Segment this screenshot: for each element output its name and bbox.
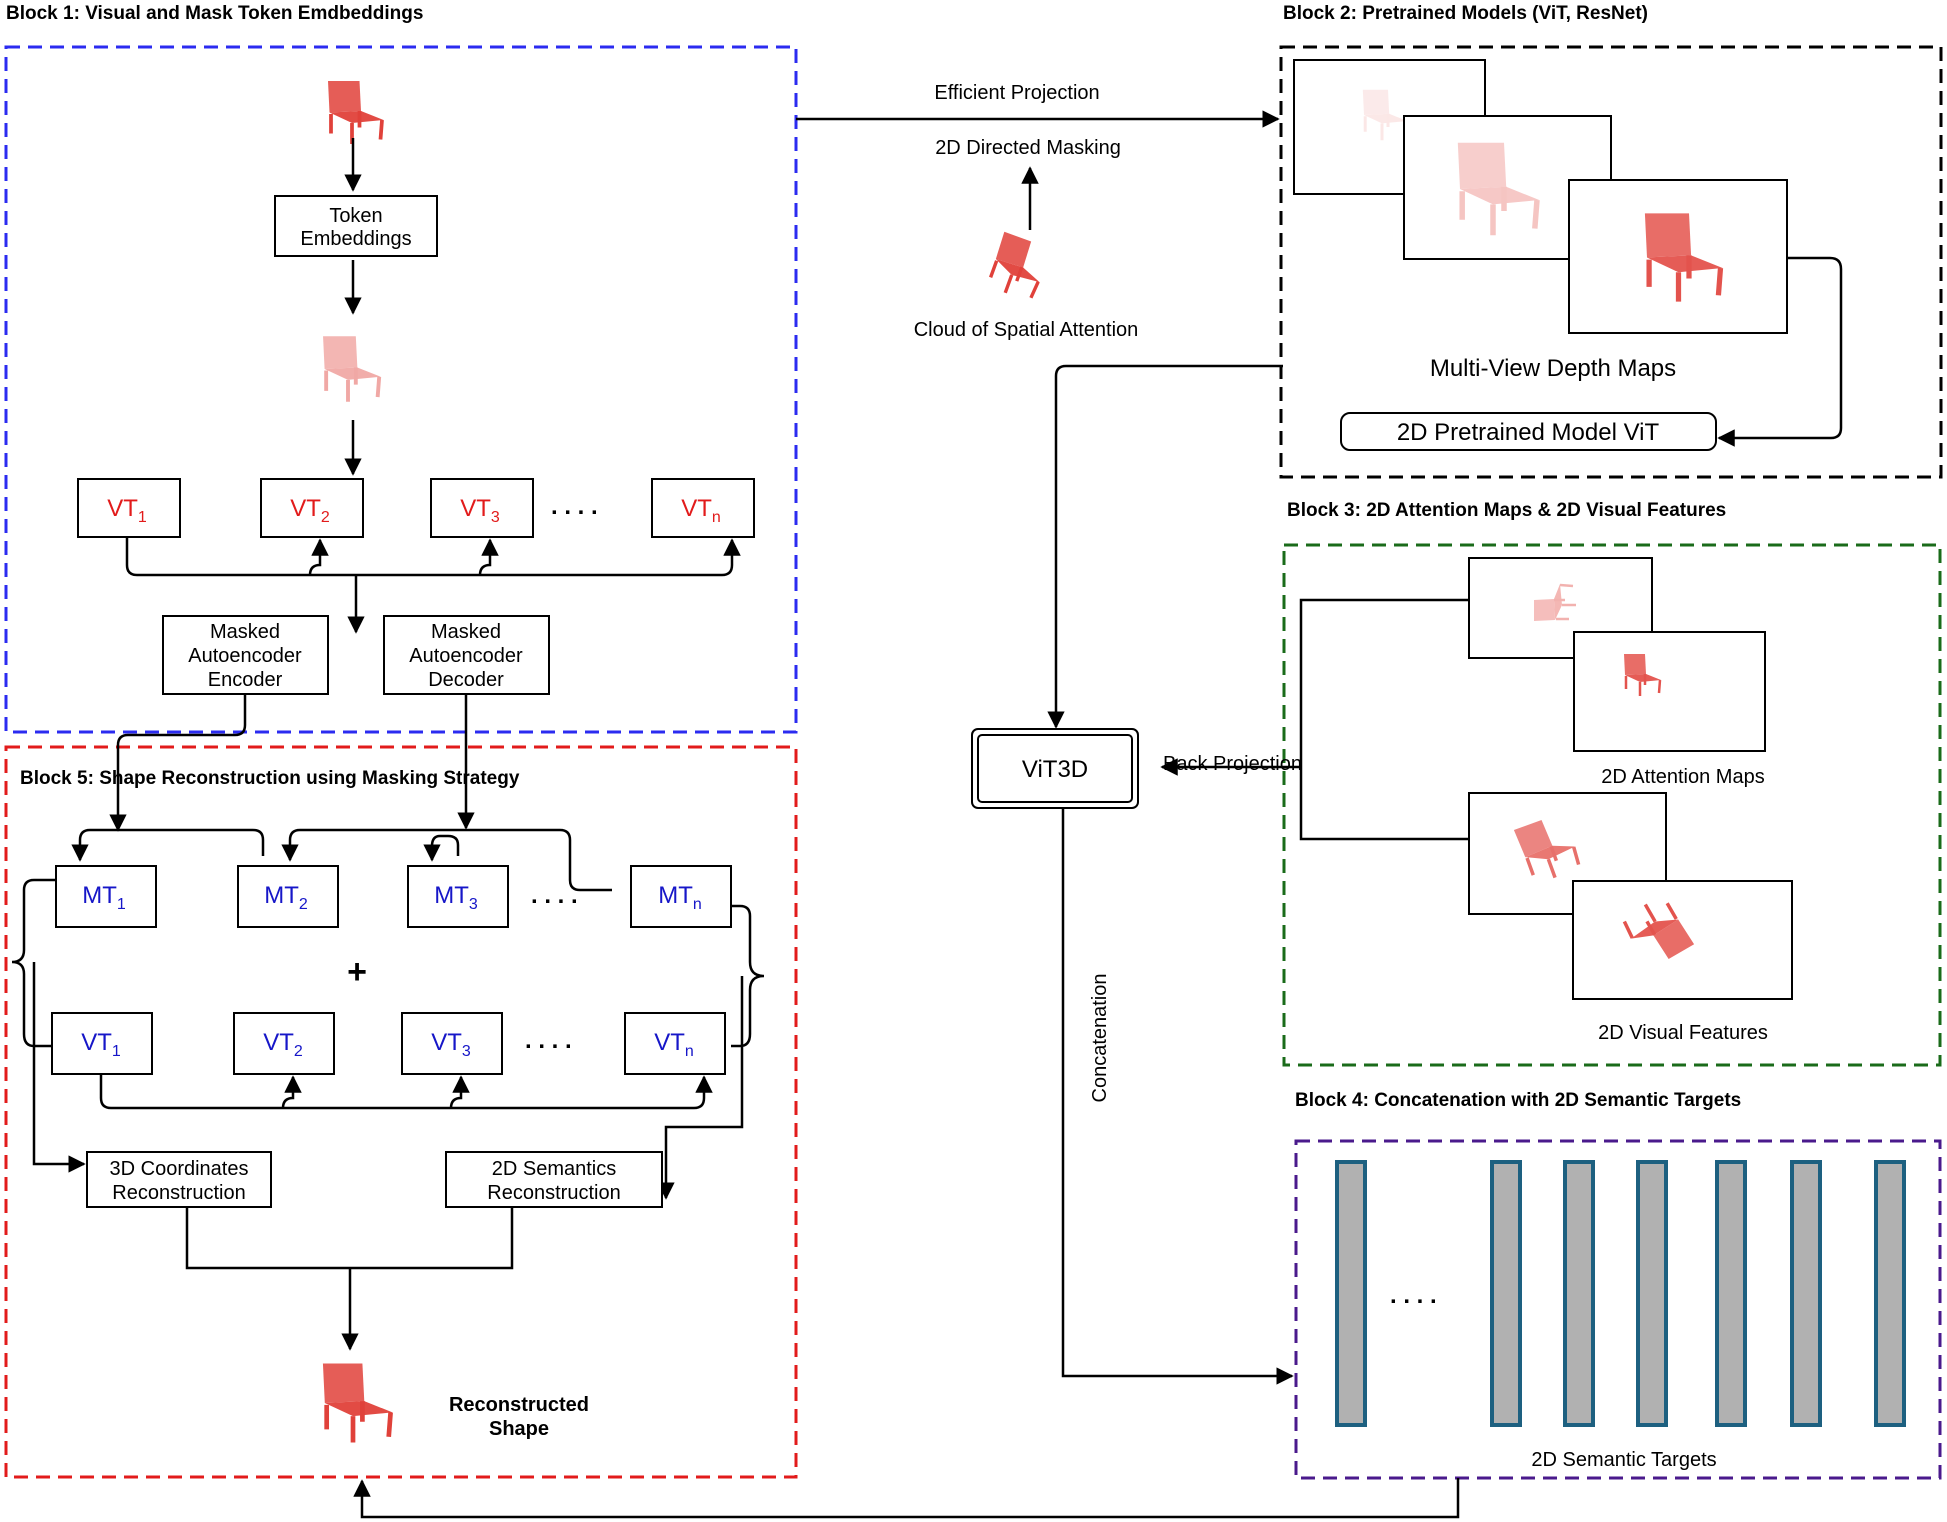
left-brace [11, 878, 56, 1048]
depth-maps-label: Multi-View Depth Maps [1430, 355, 1676, 382]
semantic-recon-line2: Reconstruction [487, 1182, 620, 1204]
token-embeddings-line2: Embeddings [300, 228, 411, 250]
coords-recon-line2: Reconstruction [112, 1182, 245, 1204]
block1-border [4, 45, 798, 734]
right-brace [731, 904, 765, 1048]
semantic-recon-box [445, 1151, 663, 1208]
vt3-bottom: VT3 [431, 1029, 471, 1060]
vt-ellipsis-bottom: . . . . [525, 1027, 572, 1054]
mtn: MTn [658, 882, 702, 913]
embedded-chair-image [321, 334, 383, 404]
decoder-line2: Autoencoder [409, 645, 523, 667]
vt3-top: VT3 [460, 495, 500, 526]
block3-border [1282, 543, 1942, 1067]
vt2-bottom: VT2 [263, 1029, 303, 1060]
block1-title: Block 1: Visual and Mask Token Emdbeddin… [6, 3, 423, 24]
vt-token-row-top: VT1 VT2 VT3 VTn . . . . [77, 478, 755, 538]
mt-ellipsis: . . . . [531, 882, 578, 909]
semantic-targets-label: 2D Semantic Targets [1531, 1449, 1716, 1471]
back-projection-label: Back Projection [1163, 753, 1302, 775]
vit3d-label: ViT3D [1022, 756, 1088, 783]
attention-maps-label: 2D Attention Maps [1601, 766, 1764, 788]
encoder-line2: Autoencoder [188, 645, 302, 667]
concatenation-label: Concatenation [1089, 974, 1111, 1103]
vt2-top: VT2 [290, 495, 330, 526]
semantic-ellipsis: . . . . [1390, 1282, 1437, 1309]
reconstructed-line1: Reconstructed [449, 1394, 589, 1416]
semantic-bar-7 [1874, 1160, 1906, 1427]
vt-token-row-bottom: VT1 VT2 VT3 VTn . . . . [51, 1012, 726, 1075]
block2-border [1279, 45, 1943, 479]
encoder-line1: Masked [210, 621, 280, 643]
reconstructed-chair-image [323, 1364, 393, 1443]
semantic-bar-6 [1790, 1160, 1822, 1427]
semantic-bar-3 [1563, 1160, 1595, 1427]
visual-features-label: 2D Visual Features [1598, 1022, 1768, 1044]
spatial-attention-label: Cloud of Spatial Attention [914, 319, 1139, 341]
mt1: MT1 [82, 882, 126, 913]
pretrained-vit-box [1340, 412, 1717, 451]
block5-border [4, 745, 798, 1479]
token-embeddings-line1: Token [329, 205, 382, 227]
block4-border [1294, 1139, 1942, 1480]
semantic-bar-2 [1490, 1160, 1522, 1427]
decoder-line1: Masked [431, 621, 501, 643]
block4-title: Block 4: Concatenation with 2D Semantic … [1295, 1090, 1741, 1111]
token-embeddings-box [274, 195, 438, 257]
mae-decoder-box [383, 615, 550, 695]
vt1-bottom: VT1 [81, 1029, 121, 1060]
block5-title: Block 5: Shape Reconstruction using Mask… [20, 768, 520, 789]
mae-encoder-box [162, 615, 329, 695]
block3-bracket [1299, 598, 1469, 841]
semantic-bar-4 [1636, 1160, 1668, 1427]
directed-masking-label: 2D Directed Masking [935, 137, 1121, 159]
efficient-projection-label: Efficient Projection [934, 82, 1099, 104]
block2-title: Block 2: Pretrained Models (ViT, ResNet) [1283, 3, 1648, 24]
vtn-bottom: VTn [654, 1029, 694, 1060]
attention-map-frame-2 [1573, 631, 1766, 752]
coords-recon-line1: 3D Coordinates [110, 1158, 249, 1180]
pretrained-vit-label: 2D Pretrained Model ViT [1397, 419, 1660, 446]
reconstructed-line2: Shape [489, 1418, 549, 1440]
semantic-bar-1 [1335, 1160, 1367, 1427]
block3-title: Block 3: 2D Attention Maps & 2D Visual F… [1287, 500, 1726, 521]
vit3d-box [971, 728, 1139, 809]
input-chair-image [328, 81, 384, 144]
vtn-top: VTn [681, 495, 721, 526]
coords-recon-box [86, 1151, 272, 1208]
decoder-line3: Decoder [428, 669, 504, 691]
mt2: MT2 [264, 882, 308, 913]
vt-ellipsis-top: . . . . [551, 493, 598, 520]
plus-sign: + [347, 953, 367, 991]
semantic-target-bars [1335, 1160, 1906, 1427]
spatial-attention-chair-image [983, 229, 1054, 305]
vt1-top: VT1 [107, 495, 147, 526]
semantic-bar-5 [1715, 1160, 1747, 1427]
encoder-line3: Encoder [208, 669, 283, 691]
mt3: MT3 [434, 882, 478, 913]
semantic-recon-line1: 2D Semantics [492, 1158, 617, 1180]
mt-token-row: MT1 MT2 MT3 MTn . . . . [55, 865, 732, 928]
